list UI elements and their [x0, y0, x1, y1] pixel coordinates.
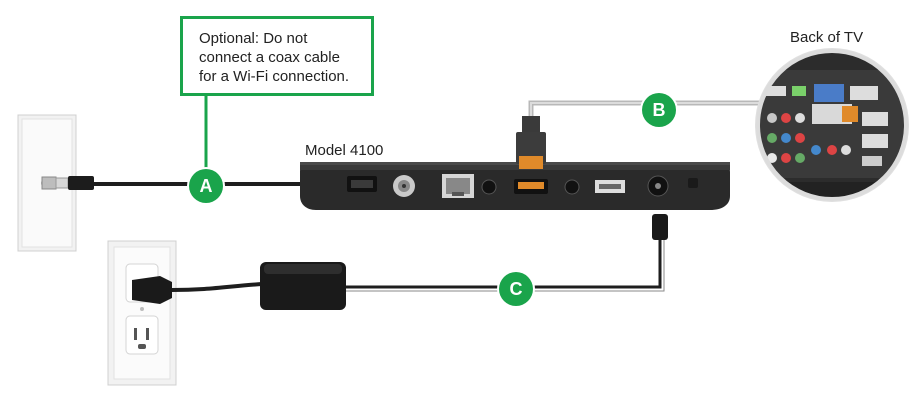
- callout-line: Optional: Do not: [199, 30, 308, 47]
- power-adapter-icon: [260, 262, 346, 310]
- callout-line: for a Wi-Fi connection.: [199, 68, 350, 85]
- hdmi-connector-icon: [516, 116, 546, 169]
- back-of-tv-label: Back of TV: [790, 29, 864, 46]
- dc-power-cable: [346, 214, 668, 292]
- badge-c: C: [499, 272, 533, 306]
- ethernet-port: [442, 174, 474, 198]
- model-label: Model 4100: [305, 142, 384, 159]
- av-port: [564, 179, 580, 195]
- coax-port: [347, 176, 377, 192]
- callout-line: connect a coax cable: [199, 49, 340, 66]
- hdmi-port: [514, 179, 548, 194]
- optical-port: [481, 179, 497, 195]
- coax-in-port: [393, 175, 415, 197]
- power-cable: [132, 276, 263, 304]
- power-port: [647, 175, 669, 197]
- badge-b: B: [642, 93, 676, 127]
- usb-port: [595, 180, 625, 193]
- wifi-note-callout: Optional: Do not connect a coax cable fo…: [180, 16, 374, 96]
- set-top-box-device: [300, 162, 730, 210]
- tv-back-panel-icon: [755, 48, 909, 202]
- power-wall-outlet-icon: [107, 240, 177, 386]
- coax-wall-outlet-icon: [17, 114, 77, 252]
- badge-a: A: [189, 169, 223, 203]
